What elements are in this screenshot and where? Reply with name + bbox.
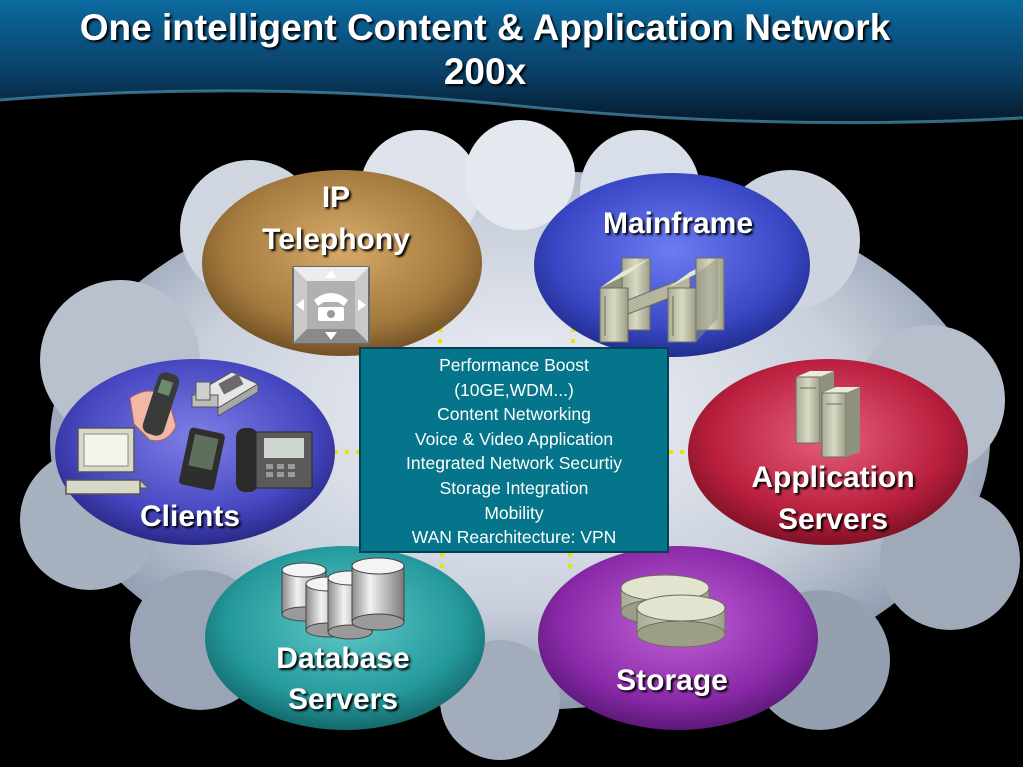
clients-label: Clients	[139, 500, 241, 533]
feature-line: (10GE,WDM...)	[454, 379, 574, 400]
pda-icon	[179, 427, 225, 491]
application-servers-label-line2: Servers	[777, 503, 889, 536]
hand-cellphone-icon	[129, 372, 180, 442]
ip-telephony-ellipse	[202, 170, 482, 356]
database-servers-label-line2: Servers	[287, 683, 399, 716]
feature-line: Mobility	[484, 502, 544, 523]
feature-line: Integrated Network Securtiy	[406, 453, 622, 474]
title-band-edge	[0, 89, 1023, 125]
ip-telephony-label-line2: Telephony	[262, 223, 410, 256]
mainframe-icon	[599, 257, 725, 343]
feature-line: Voice & Video Application	[414, 428, 614, 449]
ip-telephony-label-line1: IP	[321, 181, 351, 214]
slide-subtitle-year: 200x	[443, 51, 527, 92]
application-servers-label-line1: Application	[751, 461, 915, 494]
storage-label: Storage	[616, 664, 728, 697]
ip-desk-phone-icon	[236, 428, 313, 492]
connector-lines	[334, 328, 695, 572]
center-feature-box: Performance Boost (10GE,WDM...) Content …	[359, 347, 669, 553]
database-servers-label-line1: Database	[276, 642, 410, 675]
ip-phone-icon	[292, 266, 370, 344]
feature-line: Storage Integration	[439, 477, 589, 498]
feature-line: Performance Boost	[439, 355, 589, 375]
application-server-icon	[795, 371, 860, 458]
desk-phone-icon	[190, 371, 260, 417]
desktop-computer-icon	[64, 427, 150, 495]
storage-disks-icon	[620, 574, 726, 648]
database-cylinders-icon	[281, 557, 405, 640]
feature-line: Content Networking	[437, 404, 591, 425]
mainframe-label: Mainframe	[602, 207, 754, 240]
feature-line: WAN Rearchitecture: VPN	[411, 527, 617, 548]
slide-title: One intelligent Content & Application Ne…	[79, 7, 891, 48]
title-band	[0, 0, 1023, 123]
